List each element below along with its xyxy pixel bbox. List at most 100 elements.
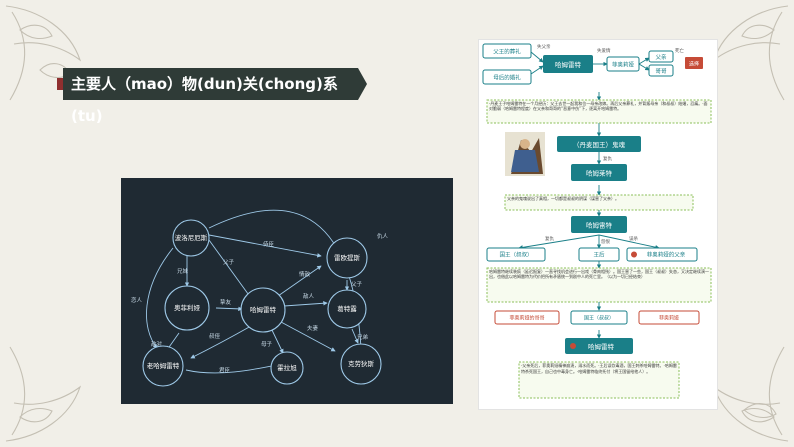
node-laertes-label: 雷欧提斯 — [334, 253, 361, 262]
edge-label-5: 情敌 — [299, 270, 311, 278]
hamlet-2-label: 哈姆莱特 — [586, 169, 613, 178]
node-gertrude — [327, 289, 367, 329]
edge-6 — [283, 301, 328, 307]
top-label3: 死亡 — [675, 47, 684, 54]
note-2 — [504, 194, 694, 211]
row-c-text: 菲奥莉娅 — [659, 315, 679, 322]
node-horatio — [270, 351, 304, 385]
box-branch-c — [626, 247, 698, 262]
branch-c-text: 菲奥莉娅的父亲 — [647, 251, 686, 259]
tag-choice — [685, 57, 703, 69]
note-3 — [486, 267, 712, 303]
box-row-c — [638, 310, 700, 325]
edge-1 — [208, 234, 322, 258]
node-horatio-label: 霍拉旭 — [277, 363, 297, 372]
edge-label-11: 父子 — [351, 281, 363, 288]
node-hamlet — [240, 287, 286, 333]
note-2-text: 父亲的鬼魂说出了真相，一切都是叔叔的阴谋（谋害了父亲）。 — [507, 196, 619, 201]
node-ophelia — [164, 285, 210, 331]
skull-icon — [570, 343, 576, 349]
row-a-text: 菲奥莉娅的哥哥 — [509, 315, 544, 322]
top-left1: 父王的葬礼 — [493, 48, 521, 56]
slide-title: 主要人（mao）物(dun)关(chong)系(tu) — [57, 68, 358, 125]
edge-13 — [208, 209, 364, 349]
edge-4 — [146, 247, 174, 349]
character-network: 侍臣 父子 兄妹 恋人 情敌 敌人 挚友 母子 夫妻 叔侄 父子 兄弟 仇人 敌… — [121, 178, 453, 404]
box-branch-a — [486, 247, 546, 262]
top-left2: 母后的婚礼 — [493, 74, 521, 82]
branch-b-text: 王后 — [593, 251, 605, 259]
network-diagram: 侍臣 父子 兄妹 恋人 情敌 敌人 挚友 母子 夫妻 叔侄 父子 兄弟 仇人 敌… — [131, 209, 389, 387]
edge-10 — [190, 325, 252, 359]
edge-label-1: 侍臣 — [263, 241, 275, 248]
edge-label-15: 君臣 — [219, 367, 231, 374]
node-laertes — [326, 237, 368, 279]
node-gertrude-label: 葛特露 — [337, 304, 357, 313]
node-king — [142, 345, 184, 387]
branch-label-c: 误杀 — [629, 235, 638, 242]
slide-title-text: 主要人（mao）物(dun)关(chong)系(tu) — [71, 75, 338, 125]
edge-label-4: 恋人 — [131, 296, 143, 304]
box-hamlet-3 — [571, 216, 627, 233]
plot-flowchart: 父王的葬礼 母后的婚礼 菲奥莉娅 父亲 哥哥 失父亲 失爱情 死亡 哈姆雷特 选… — [478, 39, 718, 410]
node-polonius-label: 波洛尼厄斯 — [175, 233, 208, 242]
top-right2: 哥哥 — [655, 68, 667, 75]
top-tag: 选择 — [689, 61, 699, 68]
note-1-text: ·丹麦王子哈姆雷特在一个月经历：父王去世一起我和位一母亲改嫁。再后父亲葬礼，并背… — [489, 101, 708, 111]
node-polonius — [172, 219, 210, 257]
edge-8 — [270, 327, 284, 354]
edge-label-9: 夫妻 — [307, 324, 319, 332]
node-claudius — [340, 343, 382, 385]
node-hamlet-label: 哈姆雷特 — [250, 305, 277, 314]
node-claudius-label: 克劳狄斯 — [348, 359, 375, 368]
edge-9 — [280, 321, 336, 352]
edge-label-2: 父子 — [223, 259, 235, 266]
title-marker — [57, 78, 63, 90]
edge-label-6: 敌人 — [303, 292, 315, 300]
branch-a-text: 国王（叔叔） — [499, 251, 532, 259]
edge-5 — [277, 265, 322, 297]
box-funeral — [482, 43, 532, 59]
edge-label-3: 兄妹 — [177, 267, 189, 275]
flowchart-diagram: 父王的葬礼 母后的婚礼 菲奥莉娅 父亲 哥哥 失父亲 失爱情 死亡 哈姆雷特 选… — [482, 43, 712, 399]
edge-12 — [351, 328, 359, 344]
note-3-text: 哈姆雷特继续装疯（延迟报复）一直寻找机会进行一出戏（骨肉相残）。国王害了一些，国… — [489, 269, 709, 279]
warning-icon — [631, 251, 637, 258]
box-hamlet-4 — [565, 338, 633, 354]
branch-label-a: 复仇 — [545, 235, 554, 242]
edge-2 — [208, 239, 252, 299]
box-mid — [606, 56, 640, 72]
reveal-label: 复仇 — [603, 155, 612, 162]
branch-label-b: 怨恨 — [601, 238, 610, 245]
box-father — [648, 50, 674, 63]
edge-label-7: 挚友 — [220, 298, 232, 306]
box-hamlet-2 — [571, 164, 627, 181]
box-branch-b — [578, 247, 620, 262]
top-label2: 失爱情 — [597, 47, 611, 54]
note-4 — [518, 361, 680, 399]
box-brother — [648, 64, 674, 77]
top-label1: 失父亲 — [537, 43, 551, 50]
top-mid: 菲奥莉娅 — [612, 61, 635, 69]
hamlet-3-label: 哈姆雷特 — [586, 221, 613, 230]
ghost-label: （丹麦国王）鬼魂 — [573, 140, 626, 149]
edge-label-13: 仇人 — [377, 232, 389, 240]
row-b-text: 国王（叔叔） — [584, 315, 614, 322]
edge-label-12: 兄弟 — [357, 333, 369, 341]
box-row-b — [570, 310, 628, 325]
edge-label-8: 母子 — [261, 341, 273, 348]
note-4-text: ·父亲死后，菲奥莉娅精神崩溃，溺水而死。·王后误饮毒酒，国王刺杀哈姆雷特。·哈姆… — [521, 363, 677, 374]
node-ophelia-label: 奥菲利娅 — [174, 303, 201, 312]
box-row-a — [494, 310, 560, 325]
edge-label-10: 叔侄 — [209, 332, 221, 340]
edge-label-14: 敌对 — [151, 340, 163, 348]
box-wedding — [482, 69, 532, 85]
top-right1: 父亲 — [655, 53, 667, 61]
node-king-label: 老哈姆雷特 — [147, 361, 180, 370]
top-hamlet: 哈姆雷特 — [555, 60, 582, 69]
title-arrow-tip — [358, 68, 367, 100]
note-1 — [486, 99, 712, 124]
edge-7 — [215, 306, 243, 312]
box-ghost — [557, 136, 641, 152]
hamlet-4-label: 哈姆雷特 — [588, 342, 615, 351]
